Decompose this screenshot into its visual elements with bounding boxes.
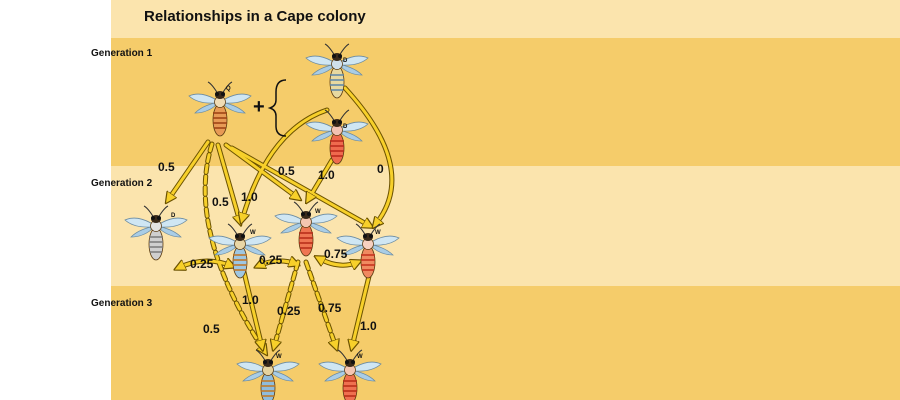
drone-bee-1-icon [305,43,369,99]
relationship-arrows [168,85,395,352]
coefficient-drone-worker-a-sib: 0.25 [190,257,214,271]
worker-bee-a-icon [208,223,272,279]
gen3-worker-b-caste-label: W [357,354,363,360]
drone-1-caste-label: D [343,58,348,64]
coefficient-worker-b-gen3-a: 0.25 [277,304,301,318]
generation-3-label: Generation 3 [91,298,153,309]
caste-labels: Q D D D W W W W W [171,58,381,360]
worker-b-caste-label: W [315,209,321,215]
queen-bee-icon [188,81,252,137]
plus-sign: + [253,96,265,118]
coefficient-worker-c-gen3: 1.0 [360,319,377,333]
coefficient-queen-worker-a: 0.5 [212,195,229,209]
generation-1-label: Generation 1 [91,48,153,59]
arrow-drone1-to-worker-c [342,85,395,228]
drone-gray-caste-label: D [171,213,176,219]
drone-2-caste-label: D [343,124,348,130]
coefficient-queen-worker-b: 0.5 [278,164,295,178]
coefficient-labels: 0.5 0.5 1.0 0.5 1.0 0 0.25 0.25 0.75 1.0… [158,160,384,336]
coefficient-worker-a-worker-b: 0.25 [259,253,283,267]
coefficient-queen-gen3: 0.5 [203,322,220,336]
coefficient-drone-worker-c: 0 [377,162,384,176]
coefficient-worker-a-gen3: 1.0 [242,293,259,307]
worker-a-caste-label: W [250,230,256,236]
coefficient-worker-b-gen3-b: 0.75 [318,301,342,315]
drone-bee-2-icon [305,109,369,165]
generation-3-band [111,286,900,400]
gen3-worker-bee-b-icon [318,349,382,400]
coefficient-drone-worker-b: 1.0 [318,168,335,182]
title-band [111,0,900,38]
generation-1-band [111,38,900,166]
generation-2-label: Generation 2 [91,178,153,189]
diagram-title: Relationships in a Cape colony [144,8,366,25]
drone-bee-gray-icon [124,205,188,261]
coefficient-queen-drone: 0.5 [158,160,175,174]
coefficient-drone-worker-a: 1.0 [241,190,258,204]
brace-symbol [267,79,287,137]
gen3-worker-bee-a-icon [236,349,300,400]
gen3-worker-a-caste-label: W [276,354,282,360]
coefficient-worker-b-worker-c: 0.75 [324,247,348,261]
worker-c-caste-label: W [375,230,381,236]
queen-caste-label: Q [226,86,231,92]
